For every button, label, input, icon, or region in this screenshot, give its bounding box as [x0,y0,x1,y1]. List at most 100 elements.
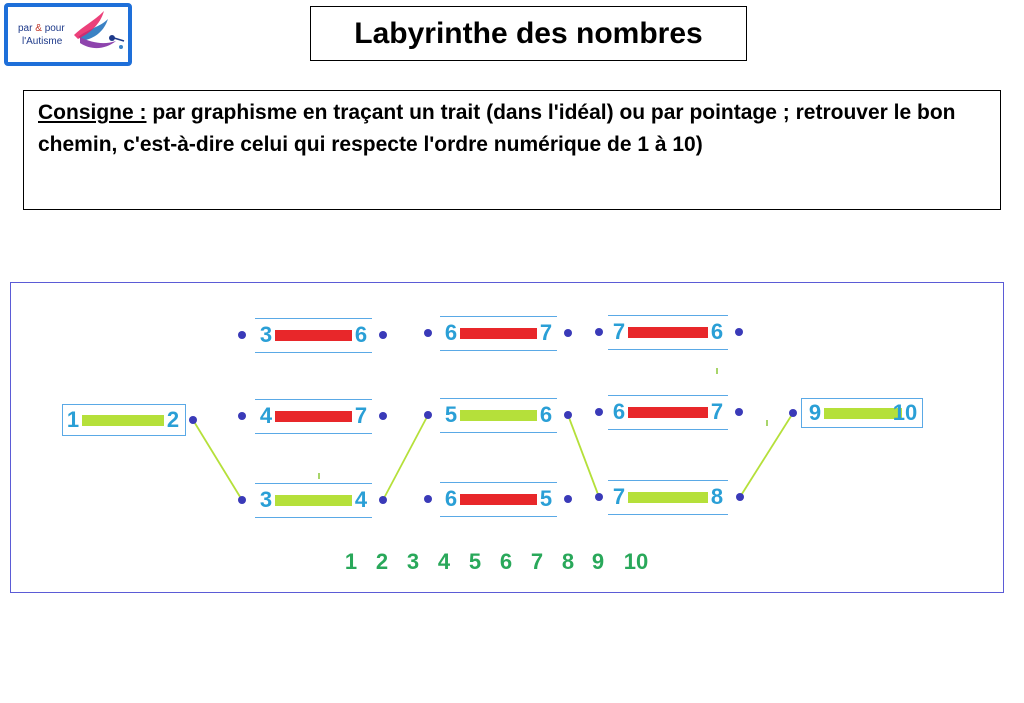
logo-text-bottom: l'Autisme [22,36,63,47]
connector-dot-right[interactable] [564,495,572,503]
sequence-number-2: 2 [375,549,389,574]
cell-number-right: 6 [710,319,724,344]
sequence-number-10: 10 [623,549,649,574]
logo-text-top: par & pour [18,23,65,34]
cell-number-right: 2 [166,407,180,432]
correct-path-bar [824,408,902,419]
lane-top-line [255,399,372,400]
cell-number-left: 6 [444,486,458,511]
logo: par & pour l'Autisme [4,3,132,66]
hummingbird-icon [74,11,125,49]
lane-bottom-line [440,516,557,517]
page-title-box: Labyrinthe des nombres [310,6,747,61]
speck [318,473,320,479]
cell-number-left: 7 [612,319,626,344]
cell-number-left: 1 [66,407,80,432]
wrong-path-bar [275,330,352,341]
connector-dot-left[interactable] [595,408,603,416]
connector-dot-right[interactable] [735,328,743,336]
correct-path-bar [460,410,537,421]
cell-number-left: 3 [259,322,273,347]
cell-number-left: 3 [259,487,273,512]
lane-bottom-line [440,350,557,351]
cell-number-right: 7 [354,403,368,428]
connector-dot-right[interactable] [564,329,572,337]
lane-bottom-line [440,432,557,433]
sequence-number-4: 4 [437,549,451,574]
lane-bottom-line [608,514,728,515]
connector-dot-left[interactable] [595,328,603,336]
correct-path-bar [275,495,352,506]
lane-bottom-line [608,429,728,430]
lane-bottom-line [255,517,372,518]
lane-bottom-line [255,352,372,353]
cell-number-left: 4 [259,403,273,428]
cell-number-right: 6 [539,402,553,427]
cell-number-right: 5 [539,486,553,511]
sequence-number-8: 8 [561,549,575,574]
lane-top-line [255,483,372,484]
correct-path-bar [82,415,164,426]
wrong-path-bar [460,328,537,339]
path-connector-1 [192,419,243,501]
instruction-label: Consigne : [38,101,147,124]
connector-dot-left[interactable] [424,495,432,503]
lane-top-line [608,395,728,396]
connector-dot-left[interactable] [238,331,246,339]
connector-dot-right[interactable] [189,416,197,424]
connector-dot-left[interactable] [424,329,432,337]
cell-frame [801,398,923,428]
sequence-number-5: 5 [468,549,482,574]
sequence-number-9: 9 [591,549,605,574]
path-connector-2 [382,414,429,501]
cell-number-right: 7 [710,399,724,424]
wrong-path-bar [628,407,708,418]
page-title: Labyrinthe des nombres [354,16,703,50]
sequence-number-3: 3 [406,549,420,574]
cell-number-right: 4 [354,487,368,512]
speck [766,420,768,426]
cell-number-right: 6 [354,322,368,347]
path-connector-4 [739,412,794,498]
instruction-text: par graphisme en traçant un trait (dans … [38,101,956,156]
lane-bottom-line [608,349,728,350]
connector-dot-right[interactable] [379,412,387,420]
instruction-box: Consigne : par graphisme en traçant un t… [23,90,1001,210]
connector-dot-left[interactable] [238,496,246,504]
cell-number-left: 6 [612,399,626,424]
path-connector-3 [567,414,600,498]
connector-dot-left[interactable] [424,411,432,419]
lane-top-line [440,482,557,483]
lane-top-line [608,315,728,316]
cell-frame [62,404,186,436]
connector-dot-right[interactable] [379,496,387,504]
connector-dot-right[interactable] [564,411,572,419]
sequence-number-1: 1 [344,549,358,574]
sequence-number-6: 6 [499,549,513,574]
connector-dot-left[interactable] [238,412,246,420]
lane-bottom-line [255,433,372,434]
cell-number-right: 8 [710,484,724,509]
speck [716,368,718,374]
cell-number-right: 7 [539,320,553,345]
connector-dot-left[interactable] [789,409,797,417]
connector-dot-right[interactable] [379,331,387,339]
lane-top-line [255,318,372,319]
cell-number-left: 9 [808,400,822,425]
lane-top-line [440,398,557,399]
cell-number-left: 7 [612,484,626,509]
correct-path-bar [628,492,708,503]
connector-dot-left[interactable] [595,493,603,501]
cell-number-left: 6 [444,320,458,345]
wrong-path-bar [275,411,352,422]
cell-number-right: 10 [892,400,918,425]
lane-top-line [608,480,728,481]
connector-dot-right[interactable] [735,408,743,416]
lane-top-line [440,316,557,317]
wrong-path-bar [460,494,537,505]
sequence-number-7: 7 [530,549,544,574]
wrong-path-bar [628,327,708,338]
connector-dot-right[interactable] [736,493,744,501]
cell-number-left: 5 [444,402,458,427]
